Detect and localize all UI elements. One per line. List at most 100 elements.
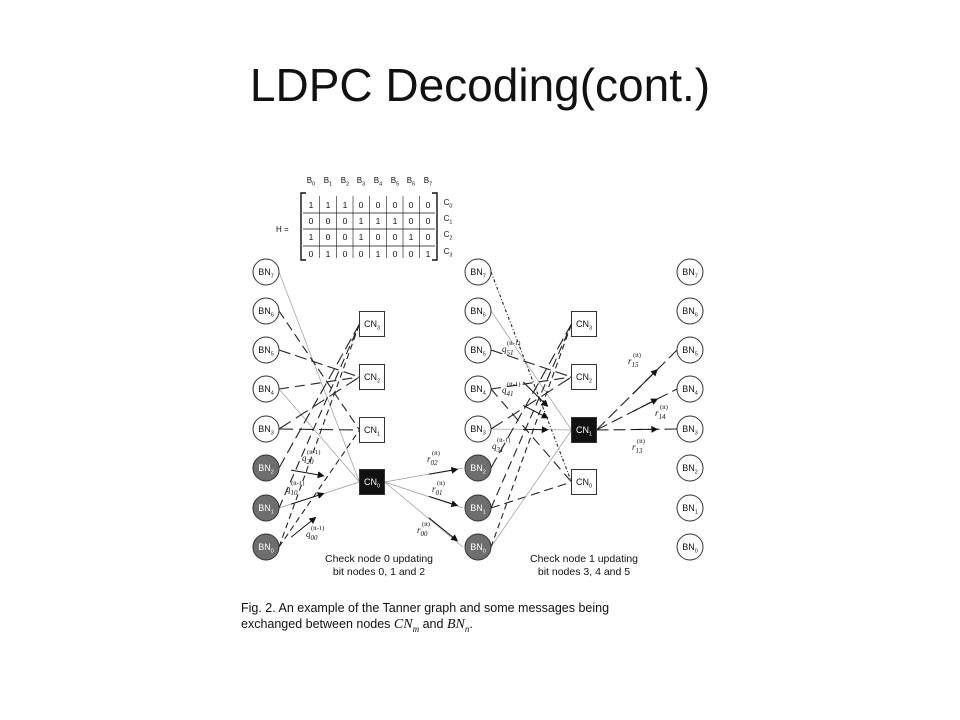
check-node xyxy=(359,311,385,337)
bit-node-label: BN6 xyxy=(470,306,486,319)
bit-node-label: BN5 xyxy=(682,345,698,358)
matrix-col-header: B7 xyxy=(424,176,432,188)
left-description: Check node 0 updating xyxy=(325,553,433,565)
check-node-label: CN0 xyxy=(576,477,592,490)
message-label-sup: (it) xyxy=(422,521,430,528)
matrix-cell: 1 xyxy=(393,216,398,226)
tanner-edge-faint xyxy=(490,429,572,548)
tanner-edge xyxy=(278,428,360,431)
bit-node xyxy=(252,454,280,482)
bit-node xyxy=(464,454,492,482)
bit-node xyxy=(464,494,492,522)
message-label: (it-1)q51 xyxy=(502,340,520,357)
message-label-sup: (it-1) xyxy=(507,381,520,388)
bit-node-label: BN4 xyxy=(470,384,486,397)
check-node xyxy=(359,364,385,390)
message-label-sup: (it-1) xyxy=(291,480,304,487)
message-label: (it)r02 xyxy=(427,450,440,467)
matrix-cell: 0 xyxy=(376,200,381,210)
tanner-edge xyxy=(490,376,572,390)
matrix-cell: 0 xyxy=(343,216,348,226)
matrix-row-header: C0 xyxy=(444,198,453,210)
tanner-edge xyxy=(278,429,360,548)
bit-node-label: BN0 xyxy=(258,542,274,555)
check-node xyxy=(571,364,597,390)
check-node-label: CN0 xyxy=(364,477,380,490)
check-node xyxy=(571,469,597,495)
message-label-sup: (it-1) xyxy=(311,525,324,532)
message-arrow xyxy=(428,466,459,475)
matrix-cell: 0 xyxy=(409,249,414,259)
tanner-edge xyxy=(278,376,360,390)
message-label: (it-1)q41 xyxy=(502,381,520,398)
matrix-col-header: B4 xyxy=(374,176,382,188)
message-arrow xyxy=(290,469,325,479)
message-label-base: q31 xyxy=(492,441,504,454)
message-arrow xyxy=(290,492,325,505)
caption-line-2: exchanged between nodes CNm and BNn. xyxy=(241,617,473,634)
bit-node-label: BN0 xyxy=(682,542,698,555)
bit-node xyxy=(676,375,704,403)
bit-node-label: BN1 xyxy=(258,503,274,516)
bit-node xyxy=(676,258,704,286)
bit-node xyxy=(252,336,280,364)
message-label: (it)r13 xyxy=(632,438,645,455)
bit-node-label: BN4 xyxy=(682,384,698,397)
tanner-edge xyxy=(490,481,572,509)
bit-node-label: BN5 xyxy=(258,345,274,358)
right-description: bit nodes 3, 4 and 5 xyxy=(538,566,630,578)
message-label-sup: (it-1) xyxy=(307,449,320,456)
message-label: (it-1)q10 xyxy=(286,480,304,497)
bit-node xyxy=(676,336,704,364)
matrix-cell: 0 xyxy=(359,200,364,210)
bit-node-label: BN6 xyxy=(682,306,698,319)
message-label: (it)r00 xyxy=(417,521,430,538)
message-label: (it-1)q00 xyxy=(306,525,324,542)
bit-node xyxy=(676,415,704,443)
bit-node-label: BN7 xyxy=(258,267,274,280)
message-label-base: q00 xyxy=(306,529,318,542)
check-node-label: CN3 xyxy=(576,319,592,332)
check-node xyxy=(359,469,385,495)
tanner-edge xyxy=(278,310,360,431)
message-arrow xyxy=(428,517,459,542)
bit-node xyxy=(464,533,492,561)
message-label-sup: (it) xyxy=(437,480,445,487)
tanner-edge xyxy=(490,323,573,548)
bit-node-label: BN0 xyxy=(470,542,486,555)
message-label-sup: (it-1) xyxy=(497,437,510,444)
matrix-cell: 0 xyxy=(343,232,348,242)
matrix-cell: 0 xyxy=(343,249,348,259)
matrix-cell: 0 xyxy=(409,216,414,226)
check-node-label: CN3 xyxy=(364,319,380,332)
bit-node-label: BN3 xyxy=(682,424,698,437)
message-arrow xyxy=(632,398,659,412)
matrix-bracket-left xyxy=(300,192,306,261)
matrix-cell: 0 xyxy=(309,216,314,226)
right-description: Check node 1 updating xyxy=(530,553,638,565)
matrix-cell: 0 xyxy=(359,249,364,259)
message-label-base: r02 xyxy=(427,454,438,467)
matrix-cell: 0 xyxy=(426,200,431,210)
matrix-cell: 0 xyxy=(393,232,398,242)
matrix-col-header: B1 xyxy=(324,176,332,188)
message-label-base: r00 xyxy=(417,525,428,538)
message-arrow xyxy=(632,369,658,395)
message-label: (it)r14 xyxy=(655,404,668,421)
cn0-output-edge xyxy=(384,481,464,509)
matrix-row-header: C1 xyxy=(444,214,453,226)
tanner-edge xyxy=(278,349,360,378)
bit-node xyxy=(676,454,704,482)
matrix-cell: 1 xyxy=(409,232,414,242)
bit-node xyxy=(676,494,704,522)
matrix-cell: 1 xyxy=(359,216,364,226)
message-label-base: q20 xyxy=(302,453,314,466)
caption-text: exchanged between nodes xyxy=(241,617,391,631)
check-node xyxy=(571,417,597,443)
bit-node xyxy=(464,297,492,325)
bit-node-label: BN3 xyxy=(258,424,274,437)
message-arrow xyxy=(522,381,549,407)
matrix-bracket-right xyxy=(432,192,438,261)
matrix-col-header: B2 xyxy=(341,176,349,188)
